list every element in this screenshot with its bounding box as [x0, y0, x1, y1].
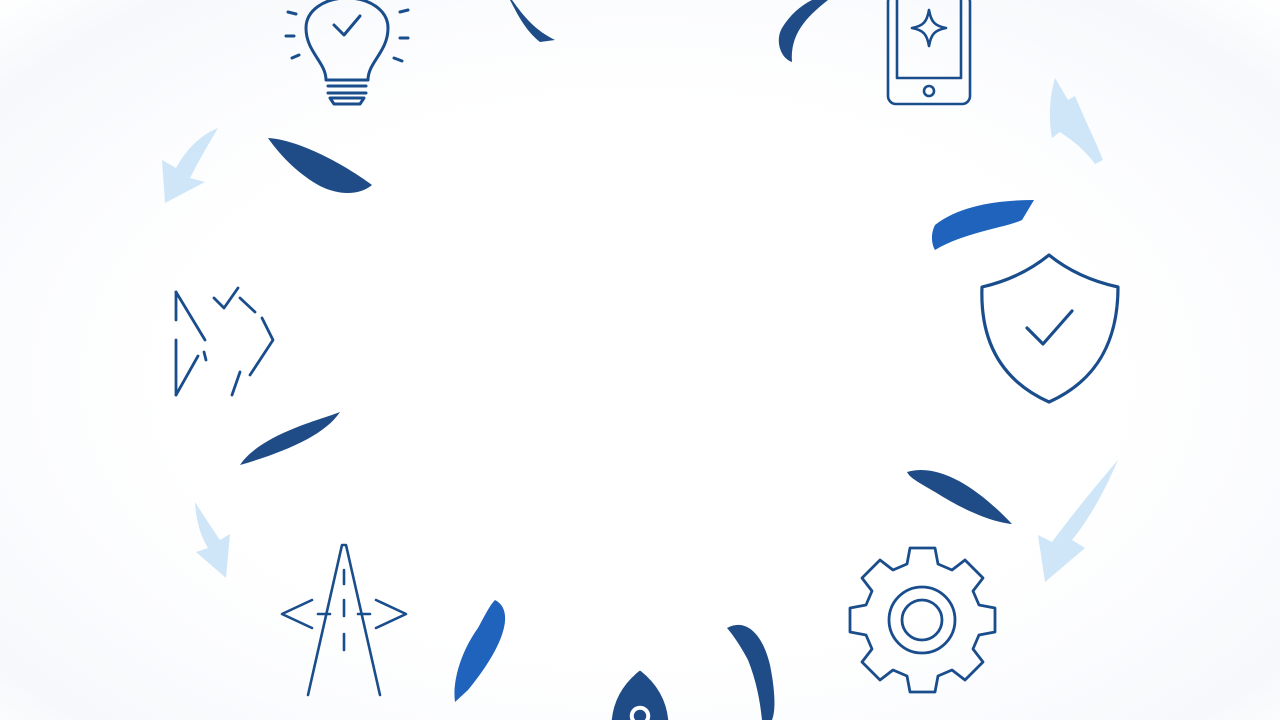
ring-segment-bottom-right — [727, 624, 775, 720]
ring-segment-right-upper — [931, 200, 1034, 250]
arrow-left-lower — [195, 502, 230, 578]
ring-segment-top-left — [510, 0, 555, 42]
arrow-right-lower — [1038, 460, 1118, 582]
rocket-icon — [611, 670, 669, 720]
ring-segment-top-right — [778, 0, 828, 62]
lightbulb-check-icon — [284, 0, 410, 106]
ring-segment-right-lower — [907, 469, 1012, 524]
fast-forward-check-icon — [174, 286, 275, 397]
smartphone-sparkle-icon — [886, 0, 972, 106]
shield-check-icon — [980, 253, 1120, 404]
road-arrows-icon — [280, 543, 408, 697]
ring-segment-bottom-left — [454, 600, 506, 702]
gear-icon — [848, 546, 997, 694]
ring-segments — [240, 0, 1034, 720]
ring-segment-upper-left — [268, 138, 372, 194]
flow-arrows — [162, 78, 1118, 582]
arrow-right-upper — [1049, 78, 1103, 164]
arrow-left-upper — [162, 128, 218, 203]
ring-segment-left-lower — [240, 412, 340, 465]
